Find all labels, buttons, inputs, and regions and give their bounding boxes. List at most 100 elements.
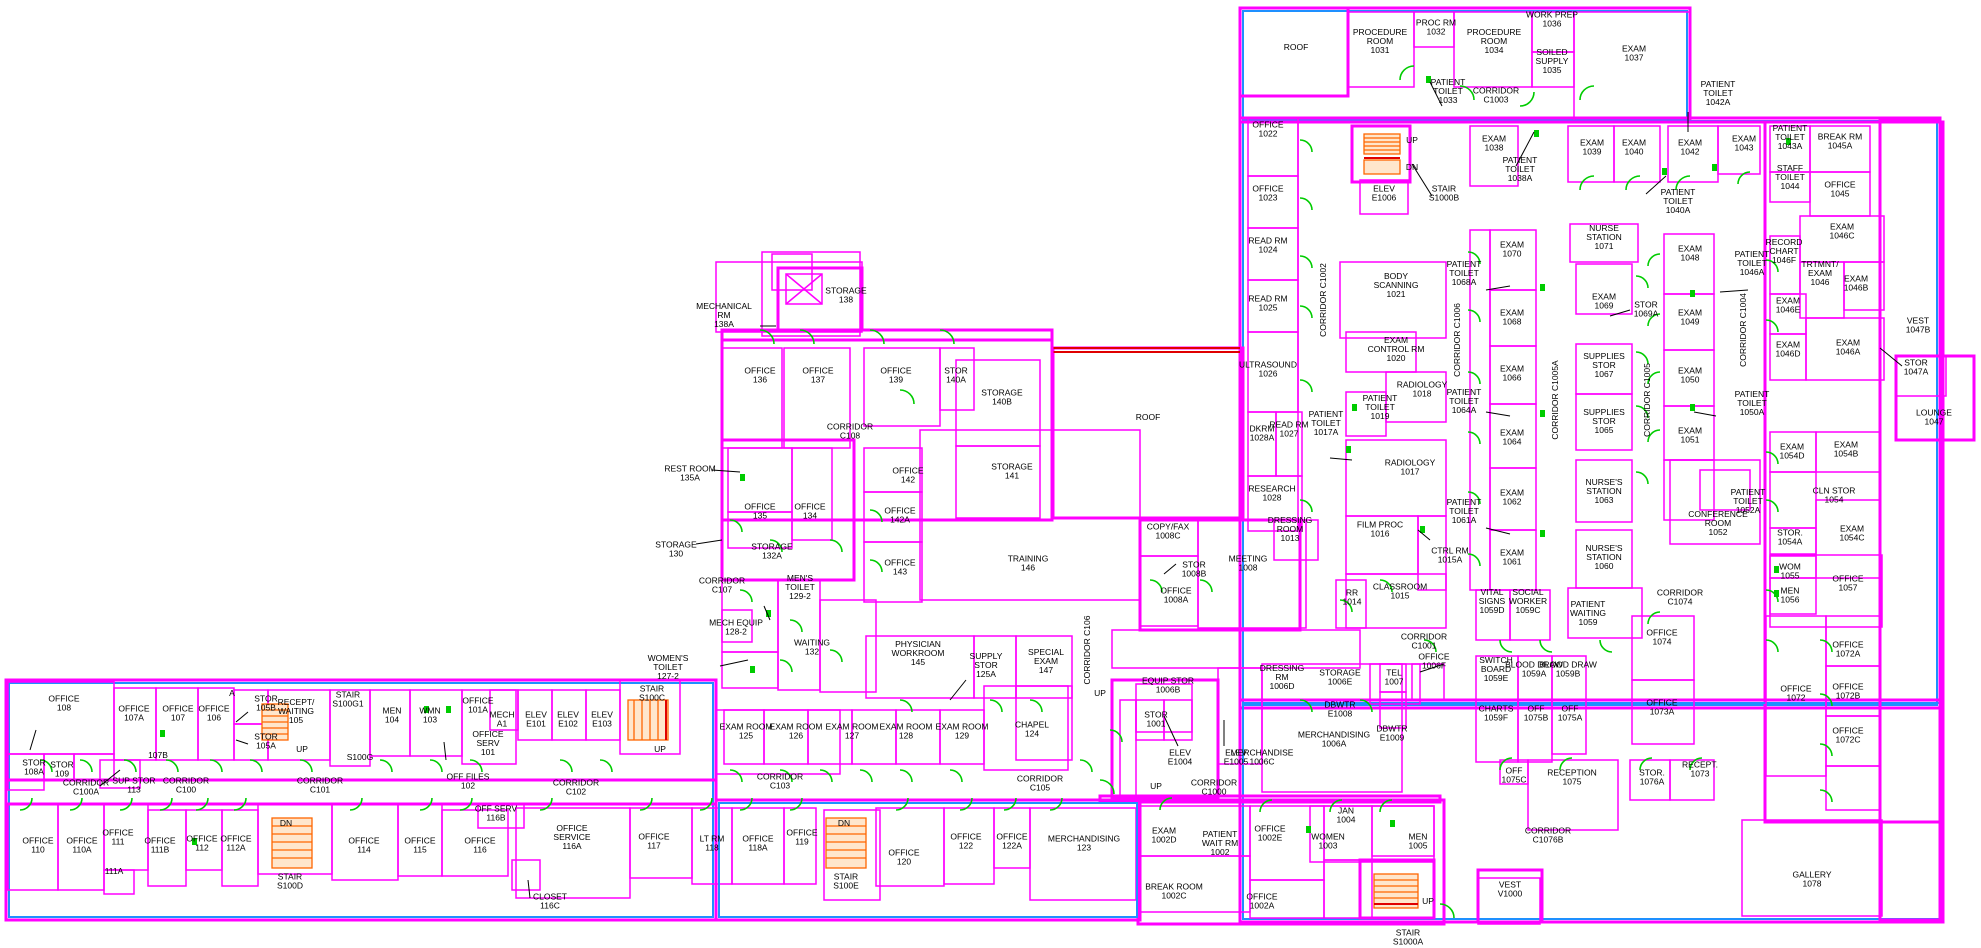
room-name: TOILET	[1505, 164, 1535, 174]
room-name: MEN	[1781, 586, 1800, 596]
room-name: PATIENT	[1447, 387, 1482, 397]
room-name: WAITING	[794, 638, 830, 648]
room-name: EXAM	[1384, 335, 1408, 345]
room-name: RECEPT/	[278, 697, 315, 707]
marker-up: UP	[1422, 896, 1434, 906]
room-name: PROC RM	[1416, 18, 1456, 28]
room-number: 1050A	[1740, 407, 1765, 417]
room-number: 1066	[1503, 373, 1522, 383]
room-name: OFFICE	[638, 832, 669, 842]
room-name: OFFICE	[880, 366, 911, 376]
room-name: OFFICE	[1780, 684, 1811, 694]
room-number: 145	[911, 657, 925, 667]
room-number: 1005	[1409, 841, 1428, 851]
room-number: C1000	[1201, 787, 1226, 797]
room-name: ELEV	[525, 710, 547, 720]
room-name: STORAGE	[751, 542, 793, 552]
room-name: CORRIDOR	[297, 776, 343, 786]
room-number: 1006E	[1328, 677, 1353, 687]
room-name: PATIENT	[1571, 599, 1606, 609]
room-number: 106	[207, 713, 221, 723]
room-number: E1006	[1372, 193, 1397, 203]
room-name: TOILET	[1737, 258, 1767, 268]
stair-markers: UP DN UP UP UP UP UP DN DN A	[229, 135, 1434, 906]
room-name: MEN'S	[787, 573, 814, 583]
room-number: 147	[1039, 665, 1053, 675]
room-number: 108A	[24, 767, 44, 777]
room-name: EXAM	[1678, 426, 1702, 436]
room-name: STAIR	[336, 690, 360, 700]
room-number: 125A	[976, 669, 996, 679]
room-name: GALLERY	[1792, 870, 1831, 880]
room-number: 1040	[1625, 147, 1644, 157]
room-number: 1025	[1259, 303, 1278, 313]
room-name: PATIENT	[1661, 187, 1696, 197]
room-number: E1005	[1224, 757, 1249, 767]
room-number: 1052	[1709, 527, 1728, 537]
room-number: 1015A	[1438, 555, 1463, 565]
room-number: 1007	[1385, 677, 1404, 687]
room-number: 1006B	[1156, 685, 1181, 695]
room-name: STOR	[254, 694, 277, 704]
room-name: REST ROOM	[664, 464, 715, 474]
marker-up: UP	[1150, 781, 1162, 791]
room-name: SWITCH	[1479, 655, 1513, 665]
room-number: 1027	[1280, 429, 1299, 439]
room-number: 140A	[946, 375, 966, 385]
room-name: PROCEDURE	[1353, 27, 1408, 37]
room-name: MERCHANDISING	[1048, 834, 1120, 844]
room-name: OFFICE	[1832, 726, 1863, 736]
room-name: EXAM	[1776, 296, 1800, 306]
room-name: PATIENT	[1447, 497, 1482, 507]
room-name: EXAM	[1808, 268, 1832, 278]
room-number: 1006C	[1249, 757, 1274, 767]
room-name: EXAM	[1592, 292, 1616, 302]
room-number: 1072B	[1836, 691, 1861, 701]
room-name: SUP STOR	[112, 776, 155, 786]
room-name: ROOM	[1367, 36, 1393, 46]
room-name: TOILET	[1449, 396, 1479, 406]
marker-a: A	[229, 688, 235, 698]
room-r111a: 111A	[105, 866, 124, 876]
room-number: 116B	[486, 813, 506, 823]
room-number: 1046A	[1836, 347, 1861, 357]
room-name: WOMEN'S	[648, 653, 689, 663]
room-name: CORRIDOR	[699, 576, 745, 586]
room-name: TEL	[1386, 668, 1402, 678]
corridor-c1002: CORRIDOR C1002	[1318, 263, 1328, 337]
room-name: WAIT RM	[1202, 838, 1238, 848]
room-name: EXAM	[1836, 338, 1860, 348]
room-name: STOR	[974, 660, 997, 670]
room-number: 1017	[1401, 467, 1420, 477]
room-number: 1059B	[1556, 669, 1581, 679]
room-name: EXAM	[1776, 340, 1800, 350]
room-name: OFFICE	[744, 366, 775, 376]
room-number: 1006D	[1269, 681, 1294, 691]
room-name: SOCIAL	[1512, 587, 1543, 597]
room-number: 1071	[1595, 241, 1614, 251]
